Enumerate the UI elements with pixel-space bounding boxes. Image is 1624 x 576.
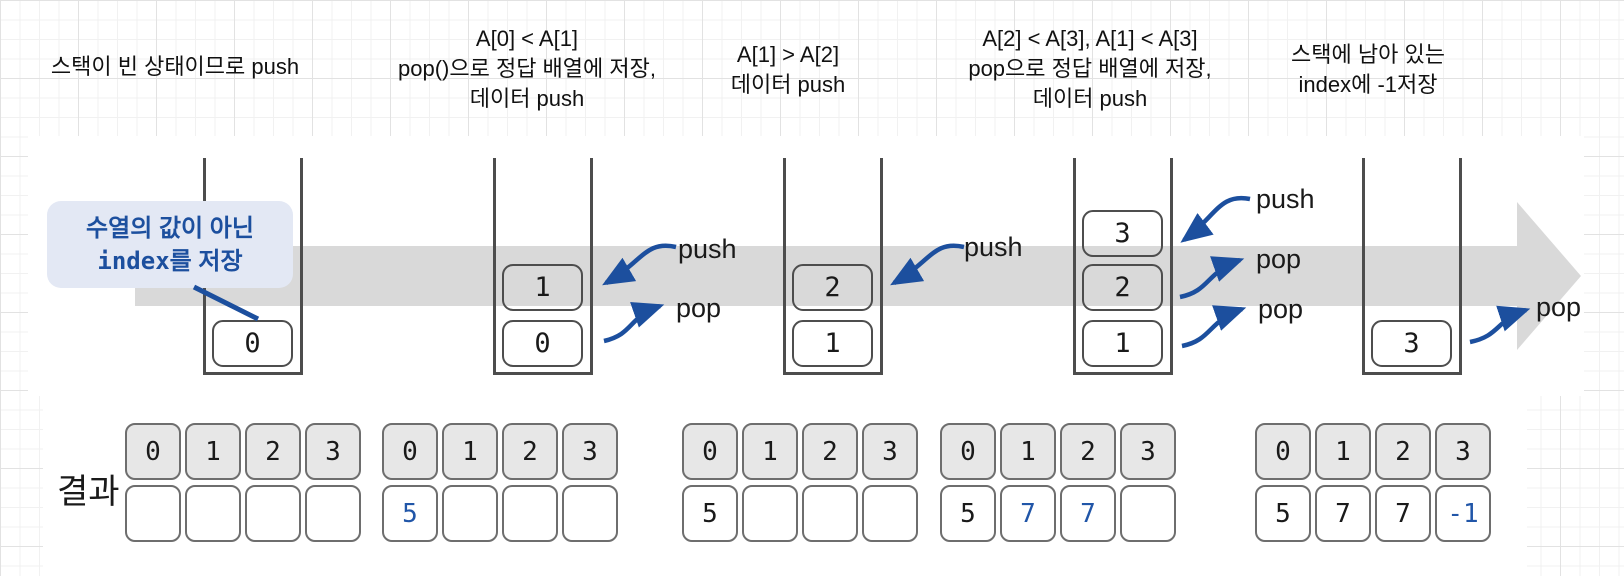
stack-cell: 3: [1082, 210, 1163, 257]
value-cell: -1: [1435, 485, 1491, 542]
caption-line: index에 -1저장: [1298, 72, 1438, 97]
index-cell: 2: [245, 423, 301, 480]
result-group-step3: 0 1 2 3 5: [682, 423, 918, 542]
caption-line: A[1] > A[2]: [736, 42, 840, 67]
step2-caption: A[0] < A[1] pop()으로 정답 배열에 저장, 데이터 push: [398, 24, 656, 114]
caption-line: A[0] < A[1]: [475, 26, 579, 51]
value-cell: 7: [1315, 485, 1371, 542]
flow-arrow-head: [1517, 202, 1581, 350]
value-row: 5 7 7: [940, 485, 1176, 542]
pop-label-step4-lower: pop: [1258, 294, 1304, 324]
result-group-step4: 0 1 2 3 5 7 7: [940, 423, 1176, 542]
result-label: 결과: [57, 473, 120, 511]
value-cell: 5: [1255, 485, 1311, 542]
result-group-step1: 0 1 2 3: [125, 423, 361, 542]
value-cell: 5: [682, 485, 738, 542]
index-row: 0 1 2 3: [940, 423, 1176, 480]
index-cell: 3: [305, 423, 361, 480]
value-cell: 7: [1000, 485, 1056, 542]
step5-caption: 스택에 남아 있는 index에 -1저장: [1291, 40, 1445, 100]
caption-line: pop()으로 정답 배열에 저장,: [398, 56, 656, 81]
stack-cell: 2: [1082, 264, 1163, 311]
stack-cell: 1: [502, 264, 583, 311]
step3-caption: A[1] > A[2] 데이터 push: [731, 40, 846, 100]
step1-caption: 스택이 빈 상태이므로 push: [51, 52, 299, 82]
pop-label-step2: pop: [676, 293, 722, 323]
index-row: 0 1 2 3: [682, 423, 918, 480]
stack-cell: 0: [212, 320, 293, 367]
value-cell: [562, 485, 618, 542]
index-cell: 0: [682, 423, 738, 480]
index-cell: 0: [382, 423, 438, 480]
caption-line: pop으로 정답 배열에 저장,: [968, 56, 1212, 81]
value-cell: [862, 485, 918, 542]
stack-cell: 3: [1371, 320, 1452, 367]
index-row: 0 1 2 3: [125, 423, 361, 480]
value-cell: 7: [1060, 485, 1116, 542]
callout-line2-rest: 를 저장: [169, 247, 243, 275]
stack-cell: 0: [502, 320, 583, 367]
index-cell: 1: [742, 423, 798, 480]
caption-line: 데이터 push: [730, 72, 846, 97]
stack-step2: 1 0: [493, 158, 593, 375]
index-cell: 2: [502, 423, 558, 480]
value-cell: [125, 485, 181, 542]
callout-line2: index를 저장: [97, 245, 242, 278]
stack-cell: 2: [792, 264, 873, 311]
value-cell: [1120, 485, 1176, 542]
index-cell: 3: [1120, 423, 1176, 480]
value-cell: [502, 485, 558, 542]
value-cell: 5: [382, 485, 438, 542]
callout-code: index: [97, 246, 170, 275]
pop-label-step4-upper: pop: [1256, 244, 1302, 274]
result-group-step2: 0 1 2 3 5: [382, 423, 618, 542]
index-row: 0 1 2 3: [382, 423, 618, 480]
value-row: [125, 485, 361, 542]
caption-line: 스택에 남아 있는: [1291, 42, 1445, 67]
index-cell: 3: [862, 423, 918, 480]
index-cell: 0: [1255, 423, 1311, 480]
index-cell: 1: [1000, 423, 1056, 480]
value-cell: [185, 485, 241, 542]
value-row: 5: [382, 485, 618, 542]
stack-step3: 2 1: [783, 158, 883, 375]
index-cell: 2: [1375, 423, 1431, 480]
index-row: 0 1 2 3: [1255, 423, 1491, 480]
value-cell: 7: [1375, 485, 1431, 542]
caption-line: 데이터 push: [469, 86, 585, 111]
pop-label-step5: pop: [1536, 292, 1582, 322]
stack-cell: 1: [792, 320, 873, 367]
index-cell: 2: [1060, 423, 1116, 480]
value-cell: [305, 485, 361, 542]
index-cell: 1: [1315, 423, 1371, 480]
value-cell: [442, 485, 498, 542]
stack-step4: 3 2 1: [1073, 158, 1173, 375]
stack-step5: 3: [1362, 158, 1462, 375]
caption-line: A[2] < A[3], A[1] < A[3]: [982, 26, 1198, 51]
result-group-step5: 0 1 2 3 5 7 7 -1: [1255, 423, 1491, 542]
index-cell: 1: [442, 423, 498, 480]
callout-line1: 수열의 값이 아닌: [86, 214, 254, 242]
index-cell: 0: [125, 423, 181, 480]
value-cell: [245, 485, 301, 542]
stack-cell: 1: [1082, 320, 1163, 367]
caption-line: 스택이 빈 상태이므로 push: [50, 54, 300, 79]
index-cell: 0: [940, 423, 996, 480]
index-callout: 수열의 값이 아닌 index를 저장: [47, 201, 293, 288]
index-cell: 2: [802, 423, 858, 480]
flow-arrow-body: [135, 246, 1519, 306]
value-row: 5 7 7 -1: [1255, 485, 1491, 542]
index-cell: 3: [1435, 423, 1491, 480]
index-cell: 3: [562, 423, 618, 480]
caption-line: 데이터 push: [1032, 86, 1148, 111]
index-cell: 1: [185, 423, 241, 480]
value-row: 5: [682, 485, 918, 542]
value-cell: [802, 485, 858, 542]
value-cell: 5: [940, 485, 996, 542]
push-label-step2: push: [678, 234, 737, 264]
value-cell: [742, 485, 798, 542]
push-label-step3: push: [964, 232, 1023, 262]
step4-caption: A[2] < A[3], A[1] < A[3] pop으로 정답 배열에 저장…: [968, 24, 1211, 114]
push-label-step4: push: [1256, 184, 1315, 214]
